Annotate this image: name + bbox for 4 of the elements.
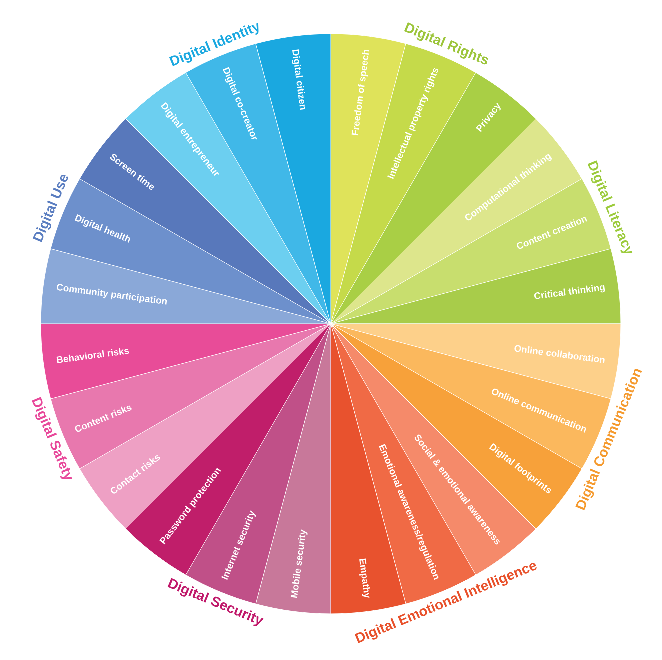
wedge: Critical thinking [330,248,622,324]
wedge: Mobile security [256,324,332,614]
wedge: Behavioral risks [40,324,332,400]
wedge: Community participation [40,248,332,324]
